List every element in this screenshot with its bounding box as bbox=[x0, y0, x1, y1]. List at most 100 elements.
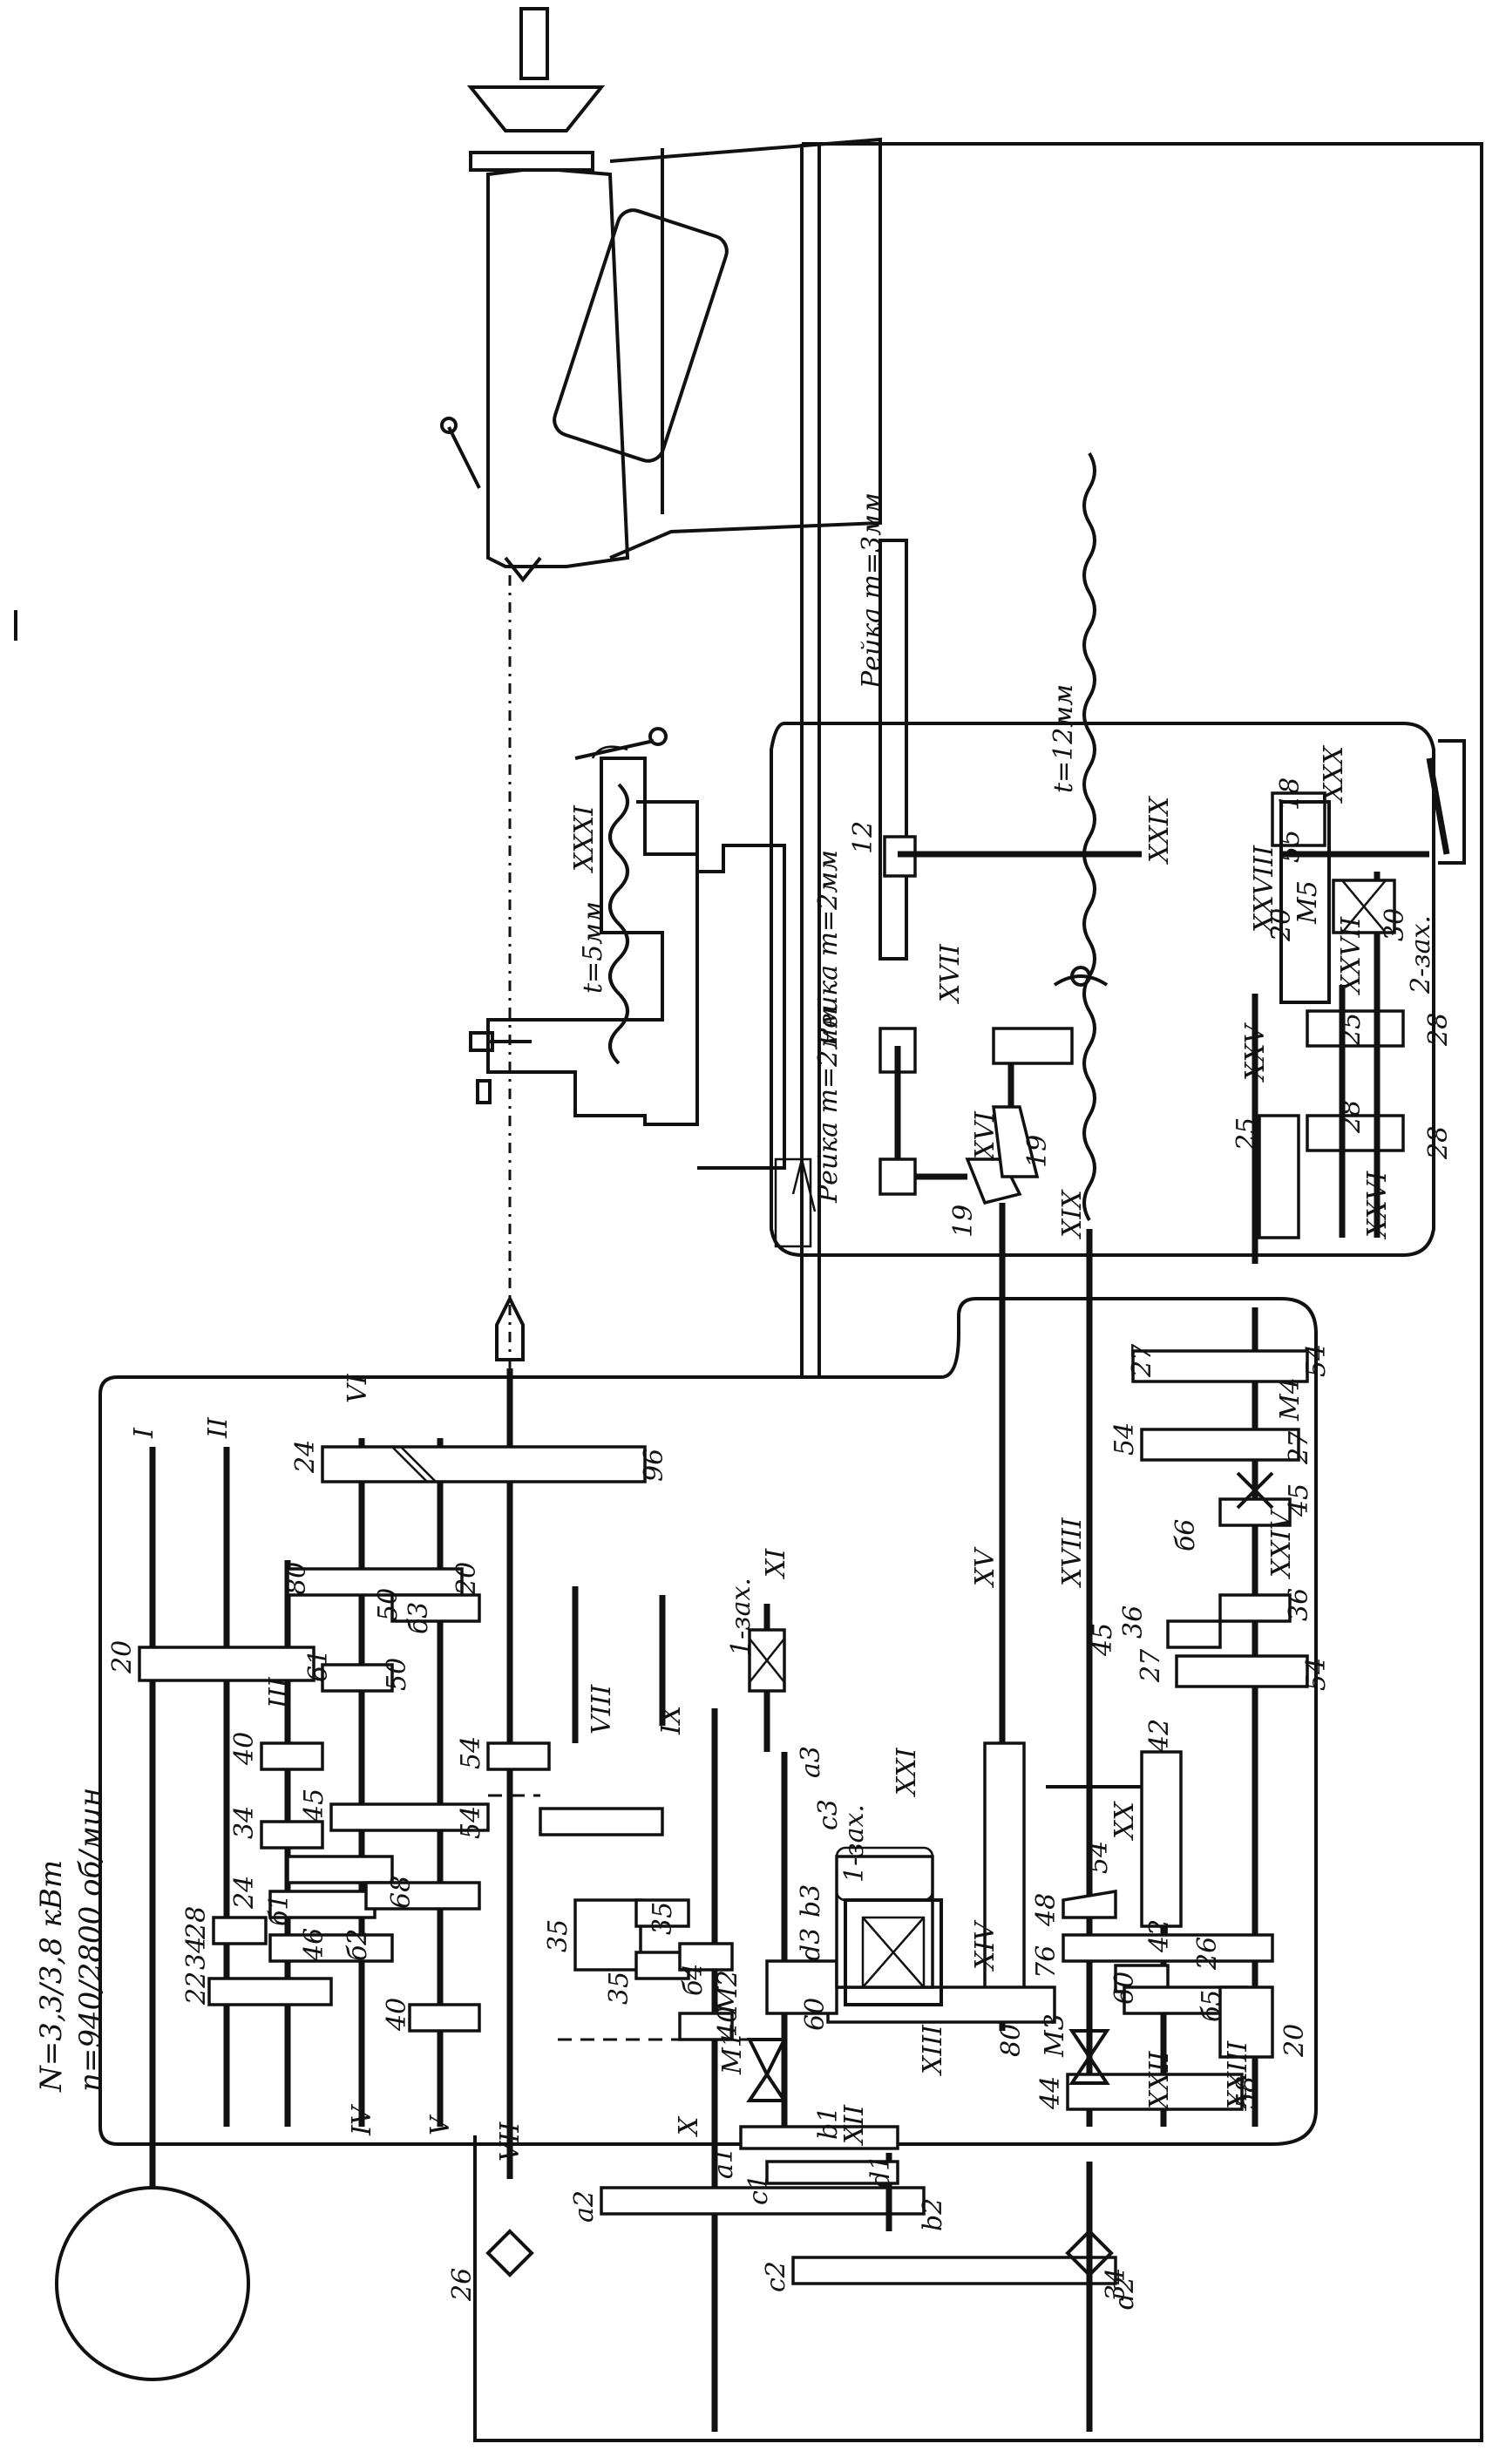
shaft-label: XXIX bbox=[1144, 795, 1175, 865]
cross-screw-label: t=5мм bbox=[578, 901, 608, 994]
gear-label: 55 bbox=[1275, 830, 1306, 863]
clutches bbox=[746, 1471, 1274, 2102]
shaft-label: X bbox=[674, 2115, 704, 2137]
shaft-label: VI bbox=[343, 1373, 373, 1403]
rack-label: Рейка m=2мм bbox=[813, 850, 844, 1047]
shaft-label: XXX bbox=[1319, 744, 1349, 804]
gear-label: 35 bbox=[648, 1902, 678, 1935]
shaft-label: XII bbox=[839, 2104, 870, 2146]
motor-speed-label: n=940/2800 об/мин bbox=[73, 1788, 108, 2092]
gear-label: 26 bbox=[1192, 1937, 1223, 1971]
pick-gear-label: a2 bbox=[569, 2190, 600, 2223]
rack-label: Рейка m=3мм bbox=[857, 492, 887, 689]
gear-label: 54 bbox=[1109, 1422, 1140, 1456]
shaft-label: XXVII bbox=[1336, 916, 1367, 995]
labels: I II III IV V VI VII VIII IX X XI XII XI… bbox=[107, 492, 1454, 2310]
shaft-label: XXVI bbox=[1362, 1171, 1393, 1239]
shaft-label: XVI bbox=[970, 1110, 1001, 1161]
gear-label: 27 bbox=[1127, 1343, 1157, 1378]
gear-label: 60 bbox=[800, 1998, 831, 2031]
pick-gear-label: b2 bbox=[918, 2198, 948, 2231]
gear-label: 26 bbox=[447, 2268, 478, 2302]
gear-label: 24 bbox=[290, 1440, 321, 1474]
gear-label: 20 bbox=[1266, 908, 1297, 942]
shaft-label: XV bbox=[970, 1546, 1001, 1588]
couplings bbox=[485, 2229, 1114, 2277]
pick-gear-label: d3 bbox=[796, 1928, 826, 1961]
gear-label: 20 bbox=[1279, 2024, 1310, 2058]
shaft-label: II bbox=[203, 1416, 234, 1439]
gear-label: 18 bbox=[1275, 777, 1306, 811]
gear-label: 25 bbox=[1231, 1117, 1262, 1151]
shaft-label: XXIV bbox=[1266, 1508, 1297, 1579]
shaft-label: XXVIII bbox=[1249, 845, 1279, 934]
apron-mechanisms bbox=[878, 539, 1466, 1264]
shaft-label: XXII bbox=[1144, 2050, 1175, 2111]
pick-gear-label: a1 bbox=[709, 2147, 739, 2179]
gear-label: 34 bbox=[229, 1806, 260, 1839]
pick-gear-label: a3 bbox=[796, 1746, 826, 1778]
shaft-label: IV bbox=[347, 2103, 377, 2136]
shaft-label: XVII bbox=[935, 943, 966, 1004]
pick-gear-label: б4 bbox=[678, 1964, 709, 1996]
shaft-label: XXXI bbox=[569, 804, 600, 873]
motor-power-label: N=3,3/3,8 кВт bbox=[34, 1860, 69, 2093]
gear-label: 27 bbox=[1136, 1648, 1166, 1683]
shaft-label: I bbox=[129, 1427, 159, 1439]
pick-gear-label: б3 bbox=[404, 1602, 434, 1634]
gear-label: 54 bbox=[1301, 1344, 1332, 1377]
shaft-label: XI bbox=[761, 1548, 791, 1579]
gear-label: 58 bbox=[1231, 2076, 1262, 2109]
tailstock bbox=[440, 7, 882, 583]
pick-gear-label: c3 bbox=[813, 1799, 844, 1830]
pick-gear-label: б5 bbox=[1197, 1990, 1227, 2022]
dashed-links bbox=[488, 1794, 750, 2041]
rack-label: Рейка m=2мм bbox=[813, 1007, 844, 1204]
shaft-label: XXIII bbox=[1223, 2040, 1253, 2111]
gear-label: 34 bbox=[1101, 2268, 1131, 2301]
shaft-label: V bbox=[425, 2114, 456, 2135]
headstock bbox=[98, 1297, 1318, 2146]
shaft-label: IX bbox=[656, 1704, 687, 1735]
gear-label: 80 bbox=[282, 1562, 312, 1595]
cross-slide bbox=[469, 727, 786, 1170]
pick-gear-label: d2 bbox=[1109, 2277, 1140, 2310]
gear-label: 20 bbox=[107, 1640, 138, 1674]
gear-label: 60 bbox=[1109, 1972, 1140, 2005]
gear-label: 30 bbox=[1380, 908, 1410, 941]
shaft-label: XVIII bbox=[1057, 1517, 1088, 1588]
shaft-label: XX bbox=[1109, 1801, 1140, 1841]
gear-label: 50 bbox=[373, 1588, 404, 1621]
apron bbox=[770, 722, 1435, 1257]
gear-label: 45 bbox=[1088, 1623, 1118, 1657]
pick-gear-label: b3 bbox=[796, 1884, 826, 1918]
pick-gear-label: c1 bbox=[743, 2174, 774, 2205]
pick-gear-label: b1 bbox=[813, 2107, 844, 2140]
gear-label: 42 bbox=[1144, 1919, 1175, 1953]
gear-label: 80 bbox=[996, 2024, 1027, 2057]
clutch-label: M4 bbox=[1275, 1377, 1306, 1422]
lead-screw-label: t=12мм bbox=[1048, 684, 1079, 793]
gear-label: 27 bbox=[1284, 1430, 1314, 1465]
gear-label: 76 bbox=[1031, 1945, 1062, 1979]
gear-label: 54 bbox=[1083, 1841, 1114, 1874]
spindle-center bbox=[495, 1294, 525, 1361]
shaft-label: VII bbox=[495, 2121, 526, 2162]
headstock-gears bbox=[138, 1445, 647, 2033]
feed-box-gears bbox=[765, 1349, 1309, 2111]
gear-label: 22 bbox=[181, 1972, 212, 2006]
pick-gear-label: d1 bbox=[865, 2155, 896, 2188]
worm-xi bbox=[748, 1604, 786, 1752]
gear-label: 50 bbox=[382, 1658, 412, 1691]
lead-screw bbox=[999, 451, 1096, 1307]
shaft-label: VIII bbox=[587, 1684, 617, 1734]
shaft-label: XIX bbox=[1057, 1189, 1088, 1239]
gear-label: 45 bbox=[299, 1789, 329, 1823]
clutch-label: M2 bbox=[713, 1970, 743, 2014]
gear-label: 19 bbox=[948, 1205, 979, 1238]
pick-gear-label: c2 bbox=[761, 2261, 791, 2292]
gear-label: 40 bbox=[229, 1732, 260, 1766]
gear-label: 25 bbox=[1336, 1013, 1367, 1047]
gear-label: 20 bbox=[451, 1562, 482, 1596]
